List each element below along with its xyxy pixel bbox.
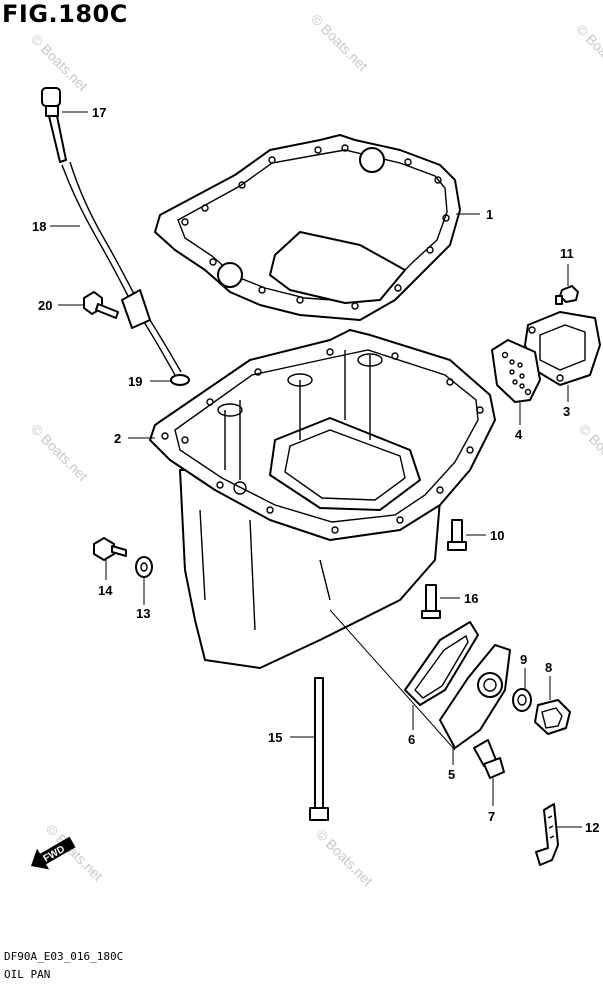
callout-4: 4 xyxy=(515,427,523,442)
leader-5-extension xyxy=(329,609,456,751)
figure-caption: OIL PAN xyxy=(4,968,51,981)
callout-16: 16 xyxy=(464,591,478,606)
watermark: © Boats.net xyxy=(28,421,91,484)
dipstick-part-17 xyxy=(41,87,67,163)
callout-8: 8 xyxy=(545,660,552,675)
callout-2: 2 xyxy=(114,431,121,446)
cover-part-3 xyxy=(524,311,601,386)
callout-13: 13 xyxy=(136,606,150,621)
callout-10: 10 xyxy=(490,528,504,543)
figure-title: FIG.180C xyxy=(2,0,128,28)
bolt-part-15 xyxy=(309,677,329,821)
callout-3: 3 xyxy=(563,404,570,419)
callout-18: 18 xyxy=(32,219,46,234)
callout-15: 15 xyxy=(268,730,282,745)
callout-12: 12 xyxy=(585,820,599,835)
callout-6: 6 xyxy=(408,732,415,747)
watermark: © Boats.net xyxy=(28,31,91,94)
clip-part-12 xyxy=(535,803,559,866)
callout-1: 1 xyxy=(486,207,493,222)
oil-pan-part-2 xyxy=(149,329,496,669)
watermark: © Boats.net xyxy=(576,421,603,484)
dipstick-guide-part-18 xyxy=(61,161,182,376)
callout-11: 11 xyxy=(560,246,574,261)
callout-5: 5 xyxy=(448,767,455,782)
figure-code: DF90A_E03_016_180C xyxy=(4,950,124,963)
o-ring-part-19 xyxy=(170,374,190,386)
bolt-part-11 xyxy=(555,285,579,305)
callout-20: 20 xyxy=(38,298,52,313)
callout-14: 14 xyxy=(98,583,113,598)
watermark: © Boats.net xyxy=(573,21,603,84)
leader-lines xyxy=(50,111,582,828)
bolt-part-20 xyxy=(83,291,119,319)
callout-7: 7 xyxy=(488,809,495,824)
callout-9: 9 xyxy=(520,652,527,667)
plate-part-5 xyxy=(439,644,511,749)
callout-numbers: 17 18 20 19 2 1 11 3 4 10 16 14 13 15 6 … xyxy=(32,105,599,835)
bolt-part-7 xyxy=(473,739,505,779)
bolt-part-14 xyxy=(93,537,127,561)
drain-plug-part-8 xyxy=(534,699,571,735)
gasket-part-1 xyxy=(154,134,461,321)
bolt-part-16 xyxy=(421,584,441,619)
callout-19: 19 xyxy=(128,374,142,389)
gasket-part-6 xyxy=(404,621,479,706)
screen-part-4 xyxy=(491,339,541,403)
fwd-label: FWD xyxy=(42,844,67,865)
watermark: © Boats.net xyxy=(313,826,376,889)
washer-part-13 xyxy=(135,556,153,578)
gasket-part-9 xyxy=(512,688,532,712)
callout-17: 17 xyxy=(92,105,106,120)
watermark: © Boats.net xyxy=(308,11,371,74)
bolt-part-10 xyxy=(447,519,467,551)
